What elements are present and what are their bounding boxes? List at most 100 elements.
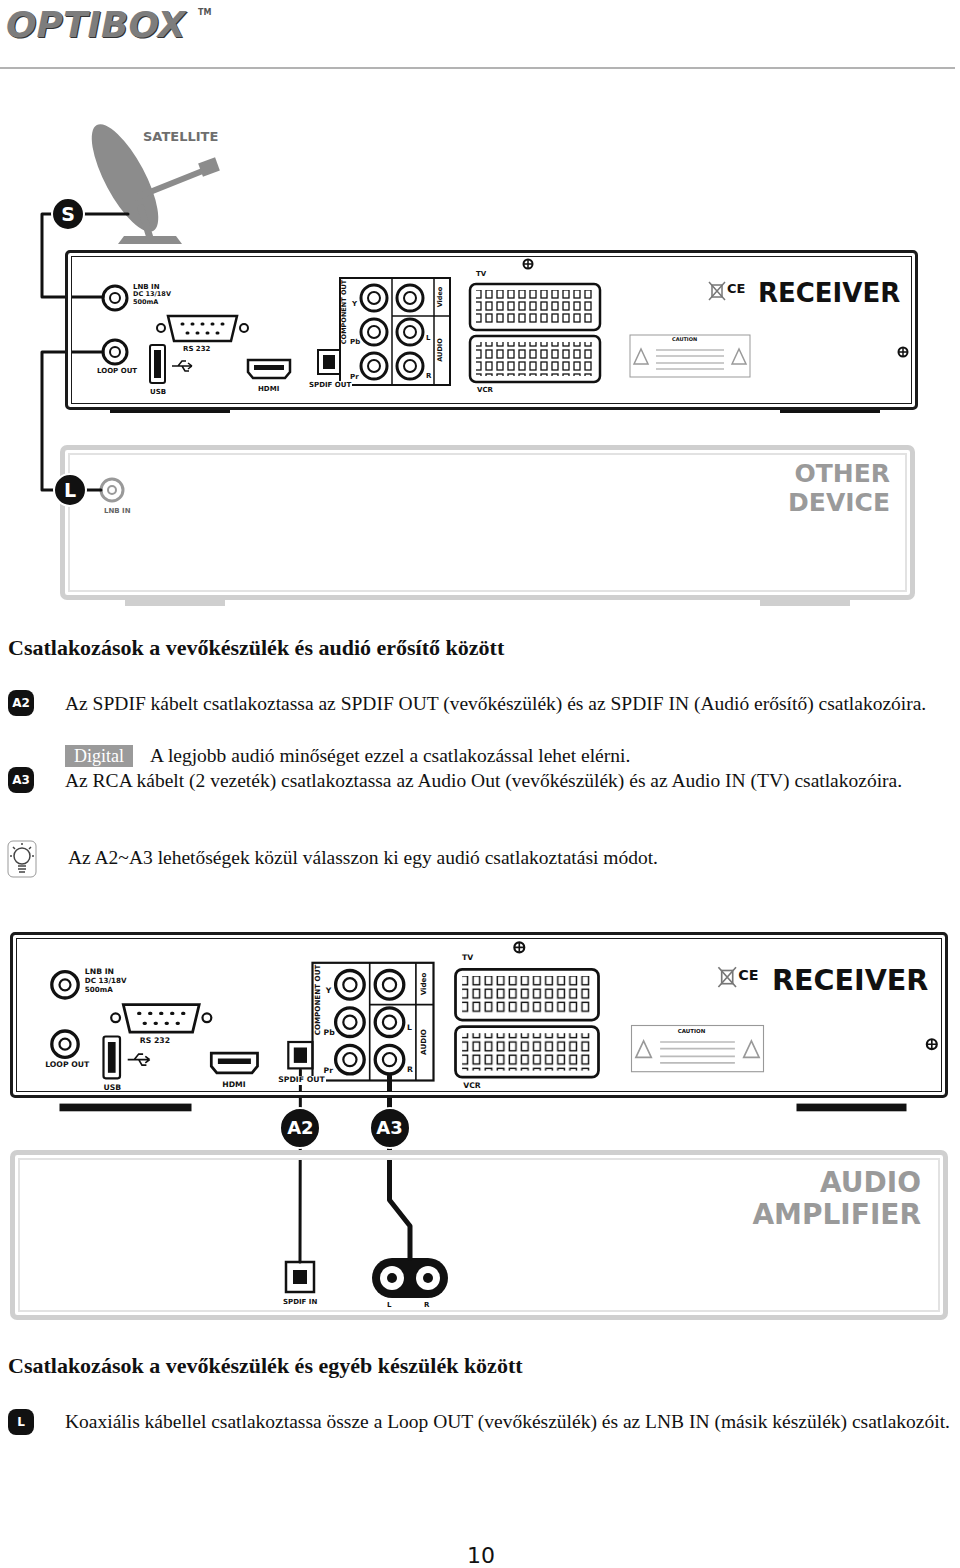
node-title: RECEIVER — [758, 279, 900, 309]
db9-pins — [182, 324, 223, 333]
node-title: SATELLITE — [143, 130, 218, 145]
port-label: LNB IN — [104, 507, 131, 515]
port-label: L — [426, 334, 430, 342]
port-label: RS 232 — [183, 345, 210, 353]
cable-connector — [42, 214, 128, 297]
callout-badge: L — [53, 473, 87, 507]
component-block — [340, 278, 450, 385]
coax-core — [110, 347, 120, 357]
scart-pins — [476, 290, 594, 324]
rca-core — [368, 326, 380, 338]
dish-base — [118, 236, 182, 244]
port-label: LOOP OUT — [45, 1061, 89, 1070]
screw-head — [899, 348, 908, 357]
rca-core — [368, 292, 380, 304]
satellite-dish: SATELLITE — [88, 118, 233, 248]
port-label: SPDIF IN — [283, 1298, 317, 1306]
port-label: RS 232 — [140, 1037, 170, 1046]
cable-connector — [390, 1076, 411, 1258]
port-label: Pr — [324, 1067, 333, 1076]
port-label: Pb — [324, 1029, 335, 1038]
lnb-in-port — [101, 479, 123, 501]
amplifier-details — [286, 1258, 448, 1298]
port-label: TV — [476, 270, 486, 278]
db9-shell — [168, 316, 237, 341]
sticker-frame — [630, 335, 750, 377]
port-label: CE — [727, 282, 745, 297]
port-label: CE — [738, 967, 758, 983]
screw — [524, 260, 533, 269]
coax-ring — [103, 340, 127, 364]
satellite-dish-drawing — [79, 116, 220, 244]
port-label: DC 13/18V — [85, 977, 127, 985]
cable-connector — [299, 1070, 302, 1262]
optical-shell — [318, 350, 340, 374]
rca-jack — [361, 285, 387, 311]
callout-badge: A3 — [369, 1107, 411, 1149]
digital-badge: Digital — [65, 745, 133, 767]
bulb-rays — [10, 843, 34, 856]
other-device-details — [101, 479, 850, 606]
hdmi-port — [248, 360, 290, 378]
scart-shell — [470, 284, 600, 330]
header-rule — [0, 67, 955, 69]
node-title: OTHER DEVICE — [750, 460, 890, 518]
node-title: AUDIO AMPLIFIER — [711, 1167, 921, 1231]
node-title: RECEIVER — [772, 964, 928, 997]
lnb-head — [198, 157, 220, 176]
instruction-text: Koaxiális kábellel csatlakoztassa össze … — [65, 1410, 951, 1434]
port-label: TV — [462, 954, 473, 963]
rca-pin — [387, 1273, 397, 1283]
spdif-in-port — [286, 1262, 314, 1292]
dish-arm — [135, 170, 205, 198]
port-label: DC 13/18V — [133, 291, 171, 298]
port-label: R — [407, 1066, 413, 1075]
component-frame — [340, 278, 450, 385]
screw — [899, 348, 908, 357]
brand-logo: OPTIBOX — [6, 4, 185, 45]
icon-frame — [8, 841, 36, 877]
port-label: SPDIF OUT — [308, 381, 352, 389]
rca-pin — [423, 1273, 433, 1283]
section-heading: Csatlakozások a vevőkészülék és audió er… — [8, 634, 504, 662]
callout-icon: A3 — [8, 767, 34, 793]
rca-jack — [361, 319, 387, 345]
screw-head — [524, 260, 533, 269]
port-label: VCR — [463, 1082, 481, 1091]
callout-icon: L — [8, 1409, 34, 1435]
port-label: HDMI — [258, 385, 279, 393]
instruction-text: Az SPDIF kábelt csatlakoztassa az SPDIF … — [65, 692, 951, 716]
rca-core — [404, 360, 416, 372]
coax-core — [110, 293, 120, 303]
rca-jack — [397, 285, 423, 311]
rca-plug — [380, 1266, 404, 1290]
port-label: Video — [419, 972, 427, 995]
coax-core — [108, 486, 116, 494]
usb-symbol — [172, 361, 192, 371]
port-label: Pr — [350, 373, 359, 381]
port-label: SPDIF OUT — [277, 1076, 325, 1085]
port-label: CAUTION — [678, 1028, 706, 1034]
receiver-housing: RECEIVER — [10, 932, 948, 1098]
rca-cores — [368, 292, 416, 372]
optical-window — [323, 355, 335, 369]
port-label: 500mA — [85, 986, 113, 994]
rca-core — [368, 360, 380, 372]
port-label: L — [407, 1024, 412, 1033]
coax-ring — [103, 286, 127, 310]
rca-jack — [397, 353, 423, 379]
port-label: L — [387, 1301, 391, 1309]
rca-core — [404, 292, 416, 304]
receiver-back-panel — [52, 942, 937, 1111]
port-label: LNB IN — [133, 283, 160, 291]
port-label: USB — [150, 388, 166, 396]
scart-pins — [476, 342, 594, 376]
port-label: CAUTION — [672, 337, 697, 343]
rca-core — [404, 326, 416, 338]
screw-cross — [899, 348, 907, 356]
port-label: HDMI — [222, 1081, 245, 1090]
port-label: COMPONENT OUT — [314, 965, 322, 1036]
port-label: Y — [352, 300, 357, 308]
rca-jack — [361, 353, 387, 379]
dish-pole — [140, 205, 150, 238]
